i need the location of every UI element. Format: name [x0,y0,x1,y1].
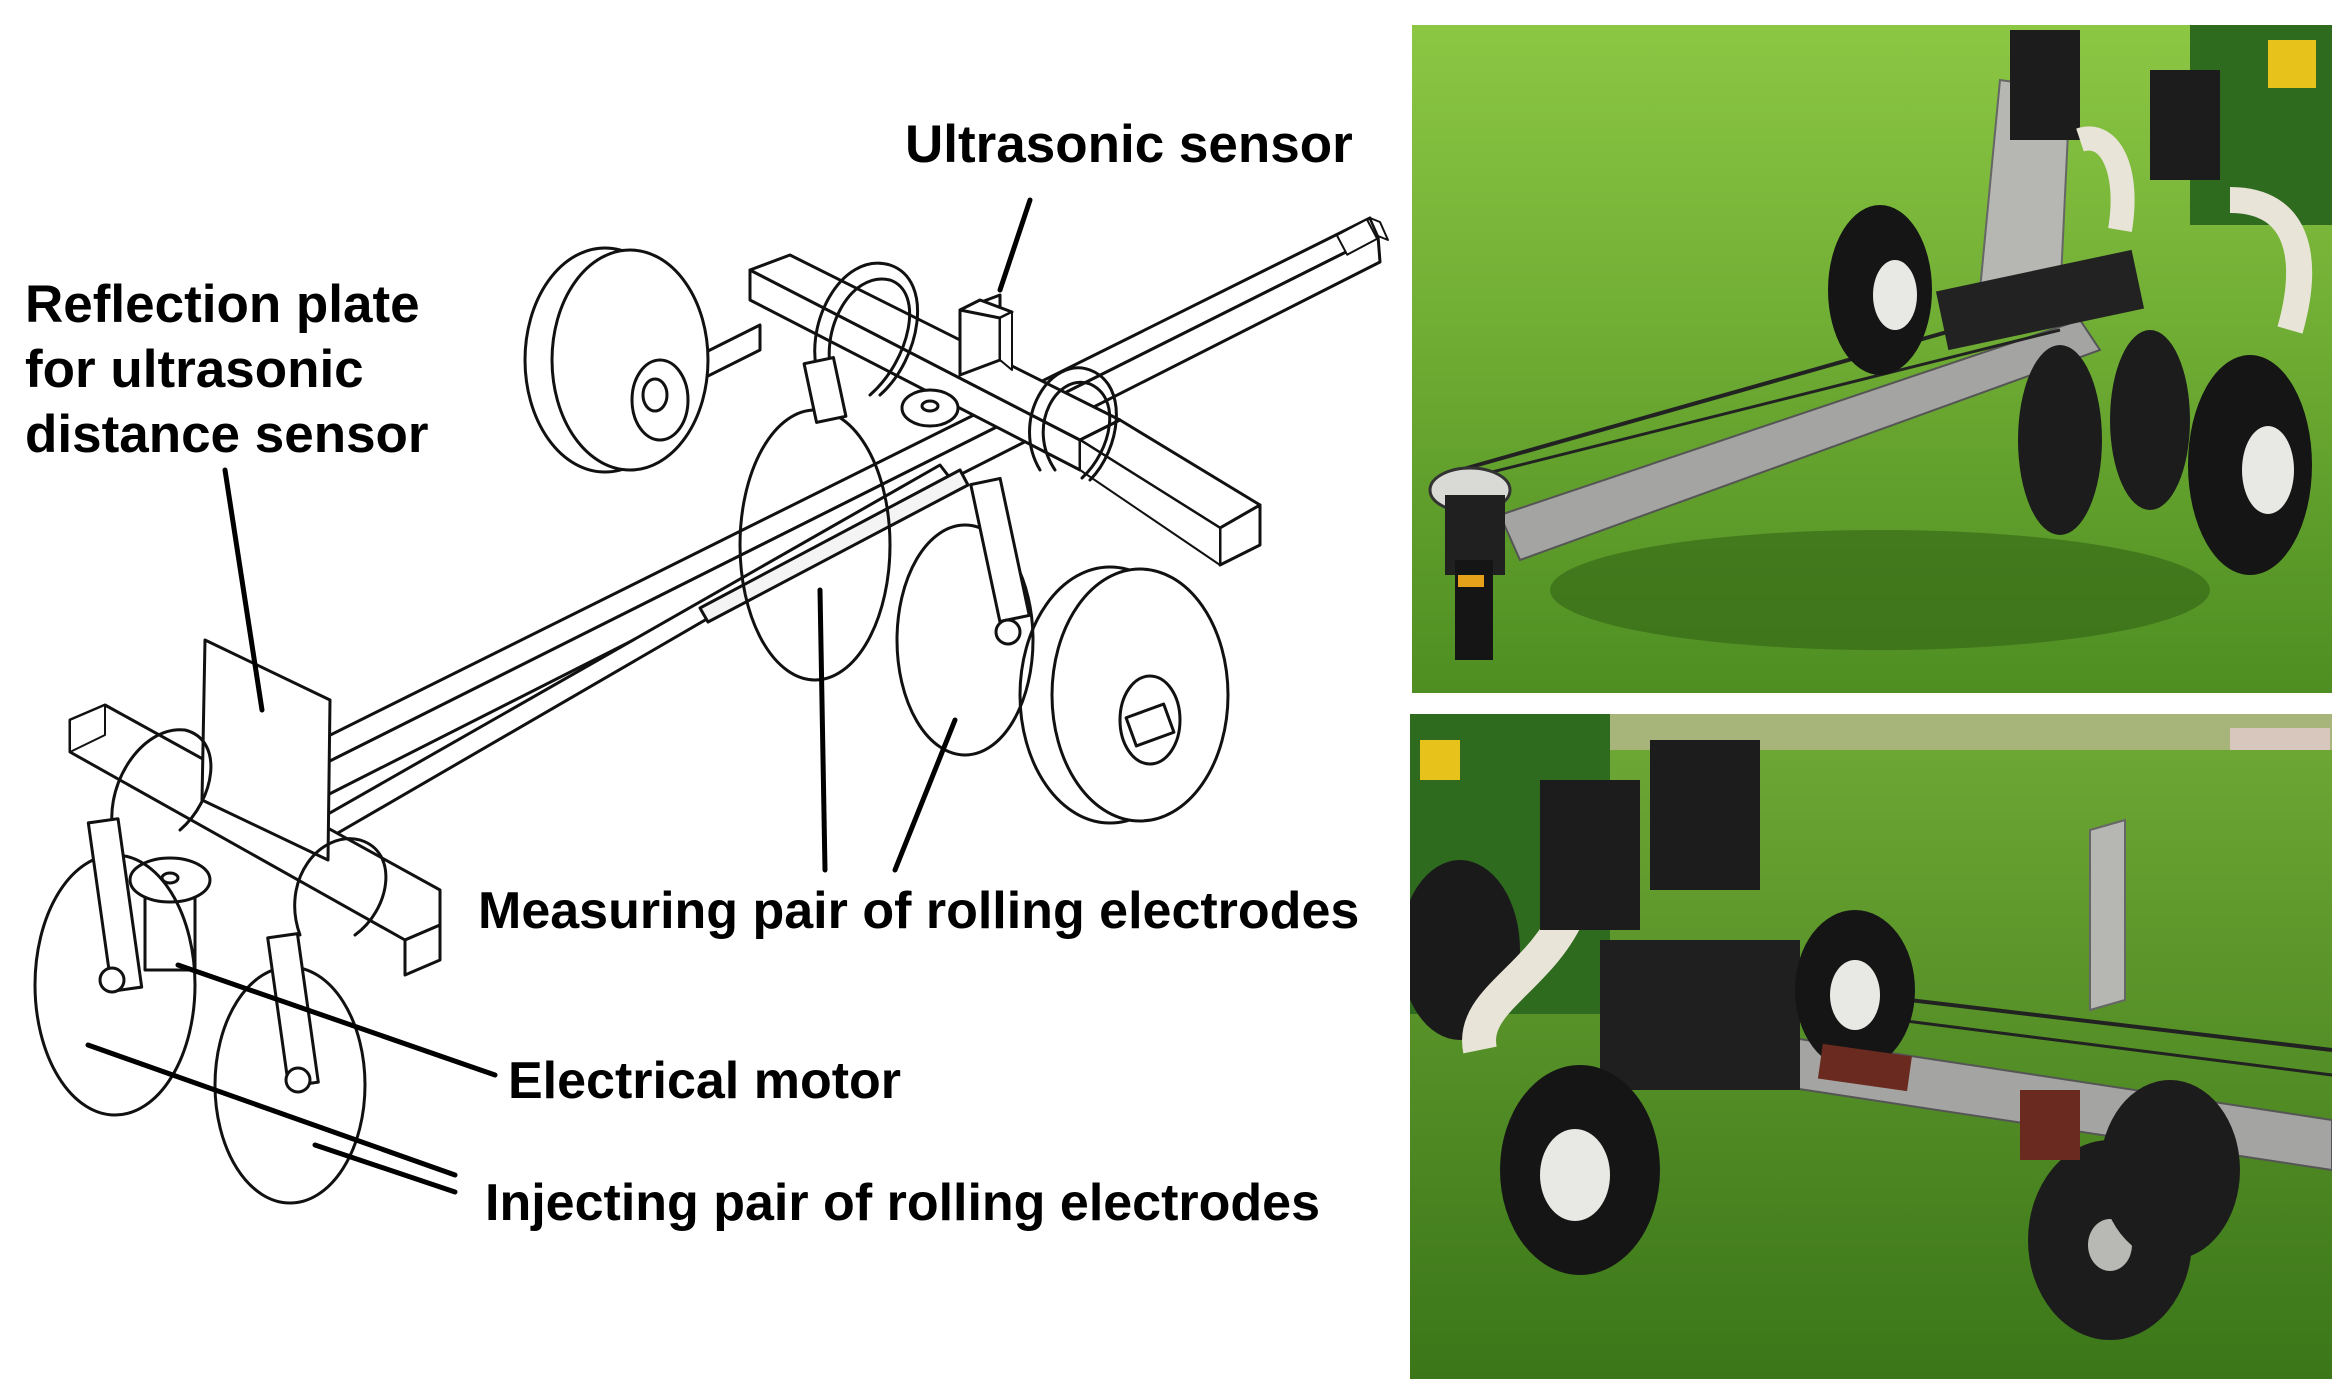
photo-bottom [1410,714,2332,1379]
leader-measuring-left [817,587,828,873]
lower-rail [298,463,970,850]
measuring-electrode-arms [802,261,1118,646]
electrical-motor [128,856,212,972]
injecting-electrode-discs [33,853,367,1205]
photo-top [1412,25,2332,693]
rear-left-wheel [523,246,710,474]
ultrasonic-sensor-box [958,293,1014,377]
rear-pulley [900,388,960,428]
label-measuring-pair: Measuring pair of rolling electrodes [478,882,1359,940]
label-electrical-motor: Electrical motor [508,1052,901,1110]
label-reflection-plate-line1: Reflection plate [25,275,420,334]
leader-motor [175,962,498,1078]
reflection-plate [200,638,332,862]
leader-measuring-right [892,717,958,873]
technical-drawing [33,216,1389,1205]
leader-injecting-left [85,1042,458,1178]
leader-injecting-right [312,1142,458,1195]
injecting-electrode-arms [86,728,388,1094]
label-ultrasonic-sensor: Ultrasonic sensor [905,115,1353,174]
leader-reflection-plate [222,467,265,713]
label-reflection-plate-line3: distance sensor [25,405,429,464]
label-reflection-plate-line2: for ultrasonic [25,340,364,399]
leader-ultrasonic [997,197,1033,293]
leader-lines [85,197,1033,1195]
front-right-wheel [1018,565,1230,825]
label-injecting-pair: Injecting pair of rolling electrodes [485,1174,1320,1232]
